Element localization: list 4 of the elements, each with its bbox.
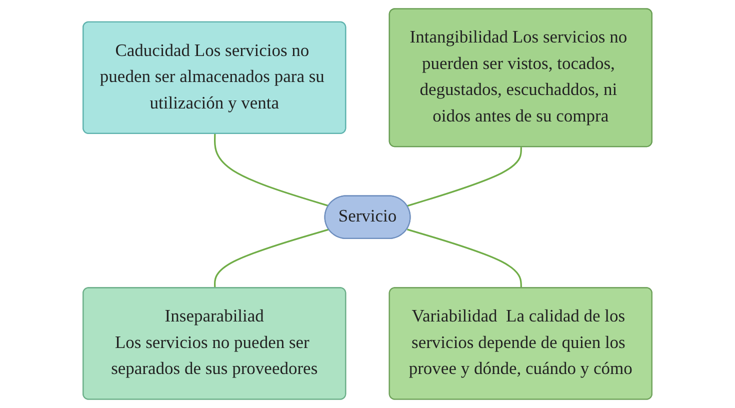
connector xyxy=(406,147,522,207)
connector xyxy=(214,228,330,288)
connector xyxy=(214,134,330,207)
connector xyxy=(406,228,522,288)
